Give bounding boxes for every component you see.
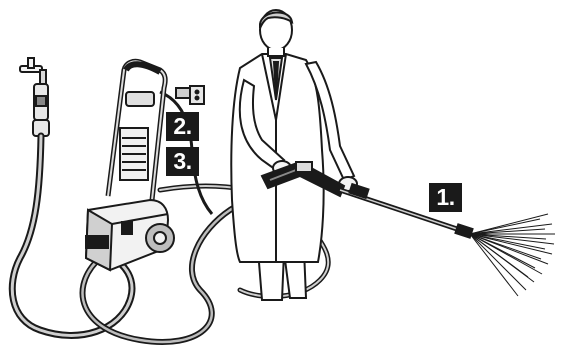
wall-socket bbox=[176, 86, 204, 104]
water-tap bbox=[20, 58, 49, 136]
step-label-3: 3. bbox=[166, 147, 199, 176]
operator-figure bbox=[231, 10, 357, 300]
water-spray bbox=[470, 214, 555, 296]
step-label-1: 1. bbox=[429, 183, 462, 212]
step-label-2: 2. bbox=[166, 112, 199, 141]
